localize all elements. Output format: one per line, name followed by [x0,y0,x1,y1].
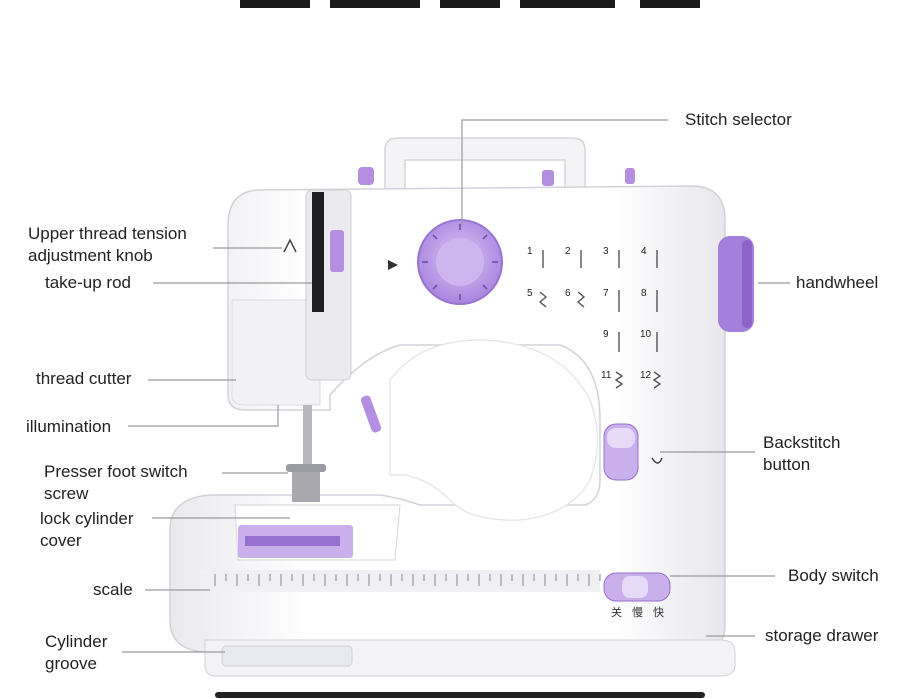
stitch-number: 6 [565,288,571,299]
selector-pointer-icon [388,260,398,270]
body-switch-knob [622,576,648,598]
label-presser-foot-line2: screw [44,484,89,503]
label-lock-cylinder-line1: lock cylinder [40,509,134,528]
switch-mark-fast: 快 [653,606,664,619]
label-scale: scale [93,580,133,599]
stitch-number: 9 [603,329,609,340]
take-up-slot [312,192,324,312]
label-upper-thread-tension-line1: Upper thread tension [28,224,187,243]
bottom-shadow [215,692,705,698]
handwheel-shade [742,240,752,328]
label-backstitch-line2: button [763,455,811,474]
presser-lever [360,395,382,433]
spool-pin-mid [542,170,554,186]
spool-pin-left [358,167,374,185]
stitch-pattern-glyphs [538,250,662,389]
label-cylinder-groove: Cylinder groove [45,631,107,675]
spool-pin-right [625,168,635,184]
label-presser-foot-switch-screw: Presser foot switch screw [44,461,188,505]
stitch-number: 1 [527,246,533,257]
carry-handle [384,137,586,191]
presser-foot-screw [286,464,326,472]
stitch-number: 3 [603,246,609,257]
switch-mark-off: 关 [611,605,622,619]
label-lock-cylinder-cover: lock cylinder cover [40,508,134,552]
label-backstitch-line1: Backstitch [763,433,841,452]
label-presser-foot-line1: Presser foot switch [44,462,188,481]
stitch-selector-knob-center [436,238,484,286]
knob-ticks [422,224,498,300]
cover-slot [245,536,340,546]
cylinder-groove [221,645,353,667]
label-upper-thread-tension: Upper thread tension adjustment knob [28,223,187,267]
label-backstitch-button: Backstitch button [763,432,840,476]
label-stitch-selector: Stitch selector [685,110,792,129]
label-upper-thread-tension-line2: adjustment knob [28,246,153,265]
presser-foot [292,472,320,502]
cropped-title-remnant [240,0,700,8]
label-handwheel: handwheel [796,273,879,292]
thread-guide-hook [283,238,297,253]
label-storage-drawer: storage drawer [765,626,879,645]
label-take-up-rod: take-up rod [45,273,131,292]
label-illumination: illumination [26,417,112,436]
backstitch-button-top [607,428,635,448]
arm-opening [389,339,599,521]
label-cylinder-groove-line1: Cylinder [45,632,108,651]
tension-knob [330,230,344,272]
stitch-number: 2 [565,246,571,257]
stitch-number: 5 [527,288,533,299]
scale-ticks [214,574,601,586]
label-cylinder-groove-line2: groove [45,654,97,673]
backstitch-symbol-icon [651,457,663,464]
needle-bar [303,405,312,467]
leader-lines [122,119,790,653]
stitch-number: 4 [641,246,647,257]
stitch-number: 7 [603,288,609,299]
stitch-number: 12 [640,370,652,381]
label-thread-cutter: thread cutter [36,369,132,388]
head-front-panel [231,299,321,406]
label-body-switch: Body switch [788,566,879,585]
switch-mark-slow: 慢 [632,606,643,619]
scale-strip [200,570,600,592]
stitch-number: 8 [641,288,647,299]
stitch-number: 11 [601,370,612,381]
stitch-number: 10 [640,329,652,340]
label-lock-cylinder-line2: cover [40,531,82,550]
